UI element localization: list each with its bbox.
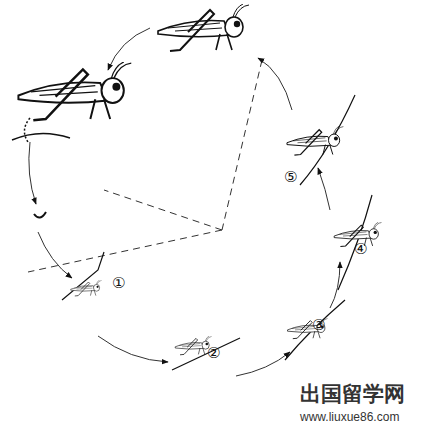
- callout-number: ②: [207, 346, 220, 361]
- callout-number: ④: [354, 242, 367, 257]
- callout-number: ①: [112, 276, 125, 291]
- watermark-url: www.liuxue86.com: [300, 411, 399, 423]
- callout-number: ③: [312, 318, 325, 333]
- callout-number: ⑤: [284, 170, 297, 185]
- watermark: 出国留学网: [300, 384, 405, 405]
